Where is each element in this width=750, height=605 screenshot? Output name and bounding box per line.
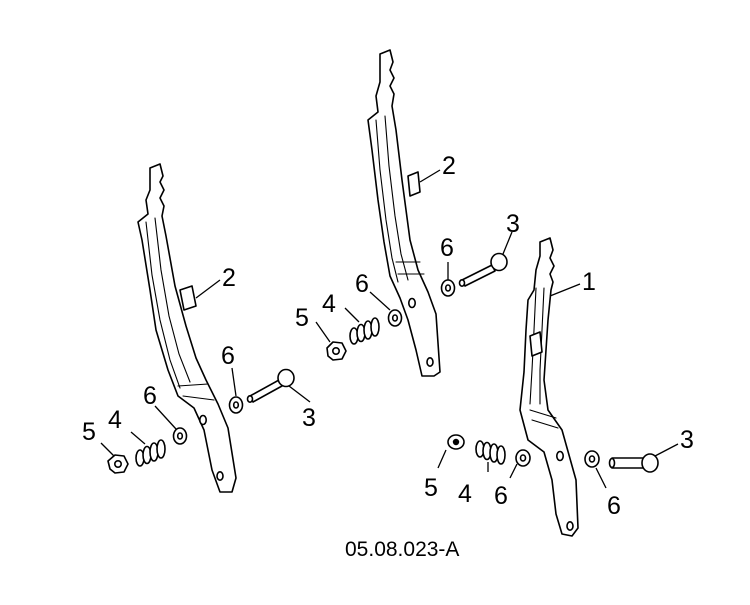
left-washer-outer [172, 427, 188, 445]
figure-code: 05.08.023-A [345, 538, 459, 561]
left-label-nut: 5 [82, 418, 96, 446]
middle-bracket [367, 49, 441, 377]
right-assembly: 1 3 4 5 6 6 [424, 237, 694, 537]
left-leaders [100, 279, 311, 457]
right-spring [475, 440, 506, 465]
right-label-washer-inner: 6 [607, 492, 621, 520]
left-bracket [137, 163, 237, 493]
middle-assembly: 2 3 4 5 6 6 [295, 49, 520, 377]
right-washer-inner [584, 450, 600, 468]
middle-pin [458, 252, 508, 287]
middle-label-bracket: 2 [442, 152, 456, 180]
right-label-washer-outer: 6 [494, 482, 508, 510]
left-label-washer-inner: 6 [221, 342, 235, 370]
middle-nut [326, 341, 347, 361]
right-bracket [519, 237, 579, 537]
middle-washer-outer [387, 309, 403, 327]
left-label-bracket: 2 [222, 264, 236, 292]
left-assembly: 2 3 4 5 6 6 [82, 163, 316, 493]
right-label-pin: 3 [680, 426, 694, 454]
left-label-pin: 3 [302, 404, 316, 432]
right-washer-outer [515, 449, 531, 467]
right-label-bracket: 1 [582, 268, 596, 296]
middle-label-nut: 5 [295, 304, 309, 332]
left-label-spring: 4 [108, 406, 122, 434]
left-nut [107, 454, 129, 474]
middle-washer-inner [440, 279, 456, 297]
left-spring [135, 439, 166, 467]
middle-label-spring: 4 [322, 290, 336, 318]
right-label-spring: 4 [458, 480, 472, 508]
right-nut [447, 434, 465, 450]
middle-spring [349, 317, 380, 345]
right-leaders [437, 283, 679, 489]
middle-label-washer-outer: 6 [355, 270, 369, 298]
right-pin [608, 453, 659, 473]
left-washer-inner [228, 396, 244, 414]
middle-leaders [315, 169, 513, 343]
middle-label-washer-inner: 6 [440, 234, 454, 262]
left-pin [246, 368, 295, 403]
middle-label-pin: 3 [506, 210, 520, 238]
right-label-nut: 5 [424, 474, 438, 502]
left-label-washer-outer: 6 [143, 382, 157, 410]
